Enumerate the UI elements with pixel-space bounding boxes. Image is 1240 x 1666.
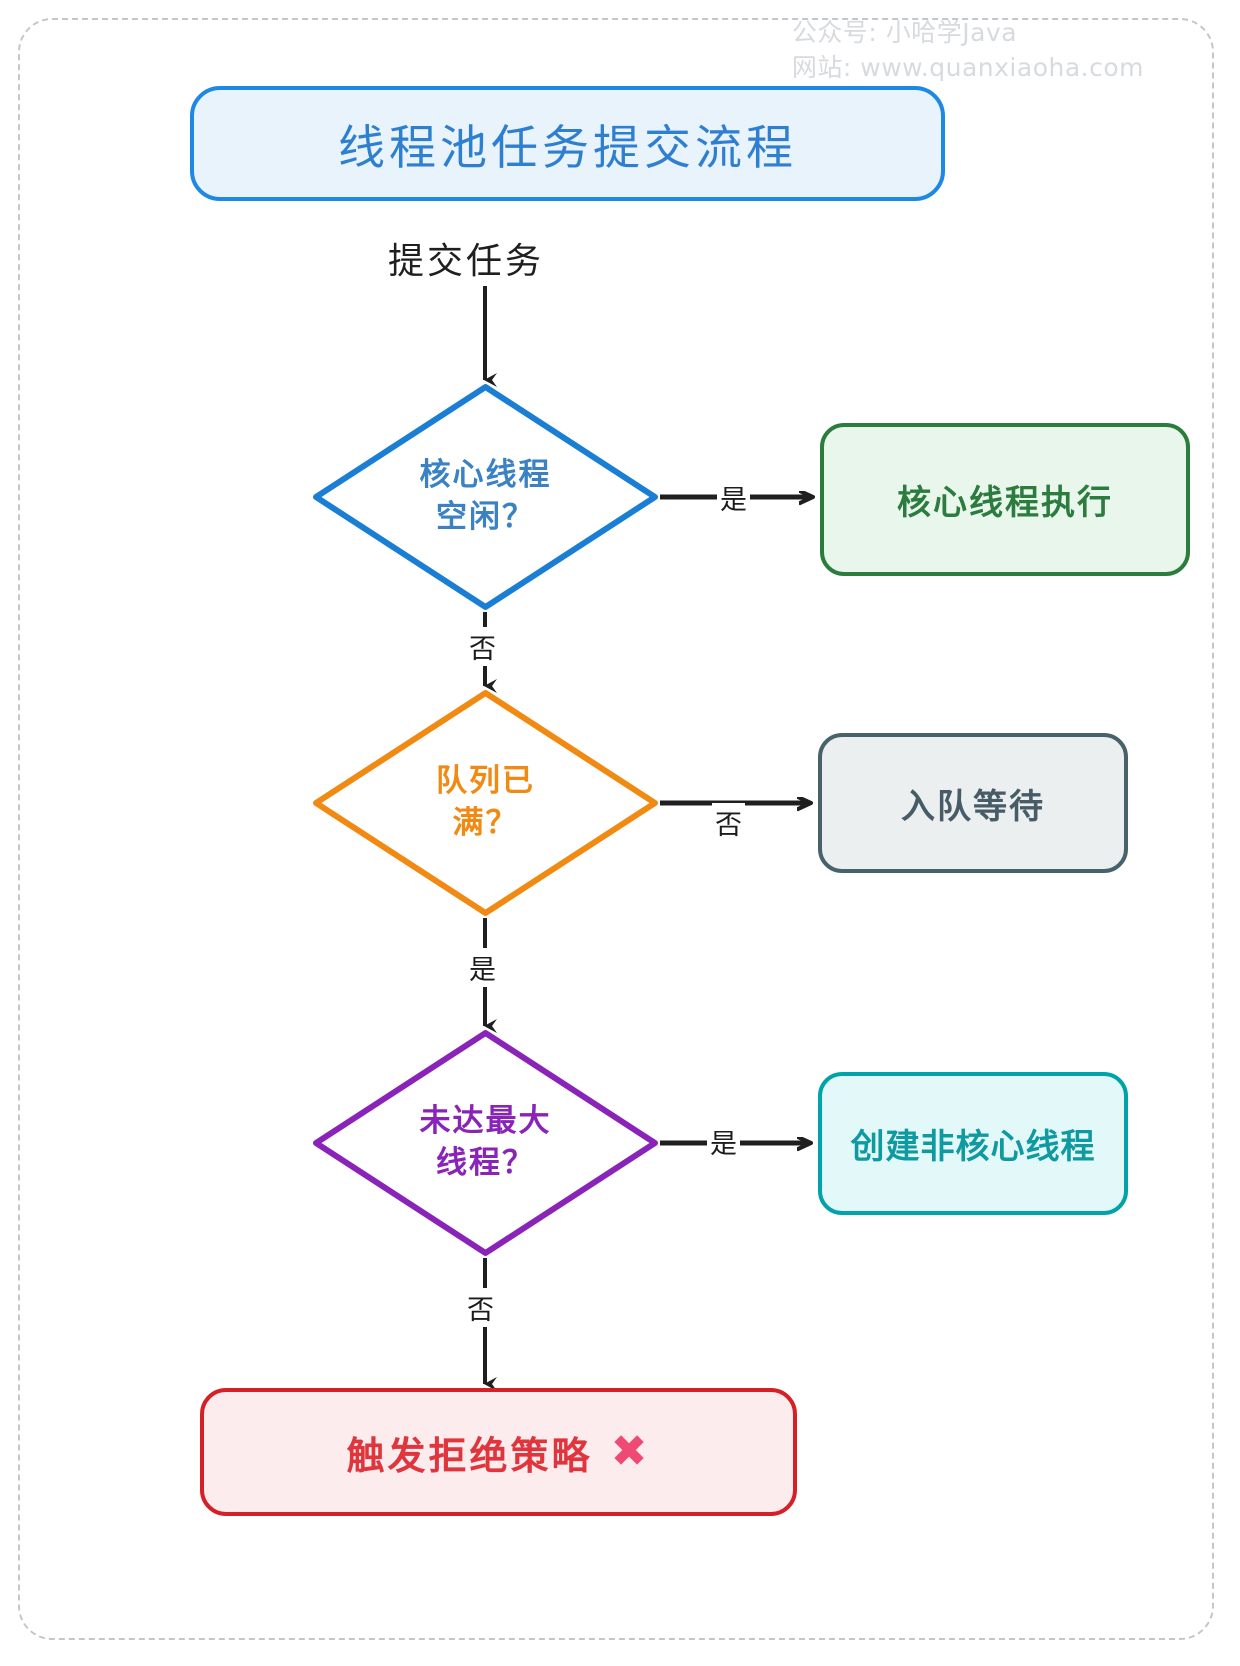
outcome-core-thread-execute-label: 核心线程执行 — [897, 483, 1113, 523]
edge-label-no-queue-full: 否 — [712, 803, 745, 842]
watermark-line-1: 公众号: 小哈学Java — [791, 18, 1018, 47]
decision-queue-full[interactable]: 队列已 满？ — [313, 690, 658, 916]
edge-label-yes-core-idle: 是 — [717, 478, 750, 517]
outcome-trigger-reject-policy-label: 触发拒绝策略 ✖ — [347, 1425, 651, 1480]
outcome-create-non-core-thread-label: 创建非核心线程 — [850, 1127, 1096, 1167]
edge-label-yes-max-thread: 是 — [707, 1122, 740, 1161]
outcome-trigger-reject-policy[interactable]: 触发拒绝策略 ✖ — [200, 1388, 797, 1516]
page-title: 线程池任务提交流程 — [190, 86, 945, 201]
cross-mark-icon: ✖ — [610, 1426, 651, 1477]
outcome-enqueue-wait-label: 入队等待 — [901, 786, 1045, 827]
decision-core-thread-idle[interactable]: 核心线程 空闲？ — [313, 384, 658, 610]
diamond-shape-orange — [313, 690, 658, 916]
decision-max-thread-not-reached[interactable]: 未达最大 线程？ — [313, 1030, 658, 1256]
page-title-label: 线程池任务提交流程 — [338, 121, 797, 176]
outcome-core-thread-execute[interactable]: 核心线程执行 — [820, 423, 1190, 576]
diamond-shape-purple — [313, 1030, 658, 1256]
edge-label-no-core-idle: 否 — [466, 627, 499, 666]
edge-label-yes-queue-full: 是 — [466, 948, 499, 987]
entry-label-submit-task: 提交任务 — [388, 241, 545, 282]
outcome-create-non-core-thread[interactable]: 创建非核心线程 — [818, 1072, 1128, 1215]
diamond-shape-blue — [313, 384, 658, 610]
outcome-enqueue-wait[interactable]: 入队等待 — [818, 733, 1128, 873]
watermark: 公众号: 小哈学Java 网站: www.quanxiaoha.com — [792, 16, 1144, 85]
reject-policy-text: 触发拒绝策略 — [346, 1433, 593, 1478]
edge-label-no-max-thread: 否 — [464, 1288, 497, 1327]
watermark-line-2: 网站: www.quanxiaoha.com — [791, 52, 1144, 82]
